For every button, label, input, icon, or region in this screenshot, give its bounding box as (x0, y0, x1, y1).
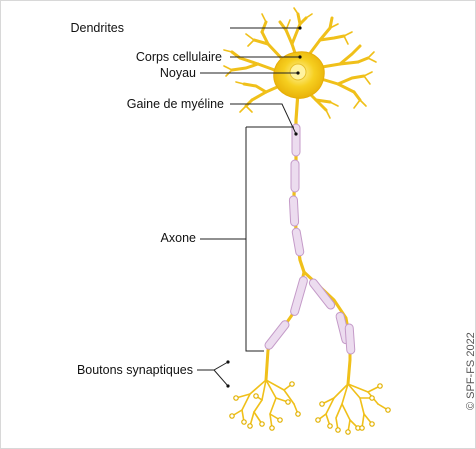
myelin-segment (264, 320, 290, 350)
dendrites (223, 7, 377, 119)
axon-terminals-left (231, 379, 299, 429)
axon-bracket (245, 126, 294, 352)
leader-boutons (197, 361, 229, 387)
myelin-segment (290, 276, 308, 316)
label-synaptic-buttons: Boutons synaptiques (76, 363, 193, 377)
label-axon: Axone (160, 231, 196, 245)
synaptic-buttons-right (315, 383, 391, 435)
synaptic-buttons-left (229, 381, 301, 431)
myelin-segment (288, 195, 300, 227)
label-myelin-sheath: Gaine de myéline (126, 97, 224, 111)
copyright-notice: © SPF-FS 2022 (465, 332, 476, 410)
myelin-segments (264, 123, 356, 355)
myelin-segment (290, 159, 300, 193)
myelin-segment (291, 227, 305, 257)
leader-lines (197, 27, 300, 387)
myelin-segment (308, 278, 336, 310)
myelin-segment (344, 323, 356, 355)
leader-myelin (230, 103, 297, 135)
label-nucleus: Noyau (159, 66, 196, 80)
leader-dots (226, 26, 302, 388)
myelin-segment (291, 123, 301, 157)
label-cell-body: Corps cellulaire (135, 50, 222, 64)
label-dendrites: Dendrites (70, 21, 125, 35)
